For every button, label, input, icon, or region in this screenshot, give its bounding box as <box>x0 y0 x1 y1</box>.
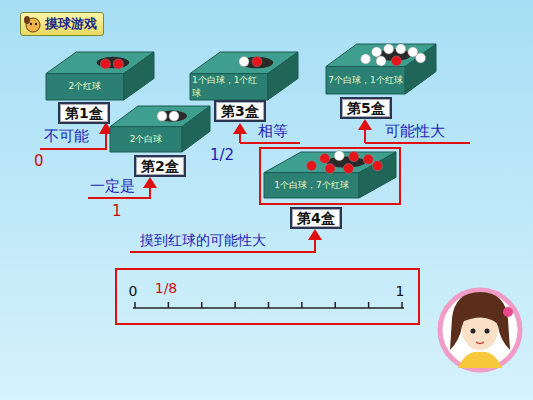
annotation-label: 不可能 <box>44 127 89 145</box>
axis-number: 1 <box>396 283 405 299</box>
annotation-label: 可能性大 <box>385 122 445 140</box>
ball-box: 7个白球，1个红球 <box>326 44 436 94</box>
axis-number: 0 <box>129 283 138 299</box>
box-face-text: 1个白球，7个红球 <box>266 173 357 198</box>
ball-box: 1个白球，7个红球 <box>264 152 396 198</box>
ball-box: 2个红球 <box>46 52 154 100</box>
box-tag: 第3盒 <box>214 100 266 122</box>
box-face-text: 7个白球，1个红球 <box>328 67 403 95</box>
axis-number: 1/8 <box>155 280 178 296</box>
box-face-text: 1个白球，1个红球 <box>192 74 266 100</box>
box-tag: 第1盒 <box>58 102 110 124</box>
box-tag-text: 第1盒 <box>58 102 110 124</box>
box-shape <box>264 152 396 198</box>
ball-box: 2个白球 <box>110 106 210 152</box>
annotation-label: 1/2 <box>210 146 234 164</box>
box-shape <box>110 106 210 152</box>
title-tab: 摸球游戏 <box>20 12 104 36</box>
number-axis <box>117 270 422 327</box>
box-tag-text: 第2盒 <box>134 155 186 177</box>
annotation-label: 摸到红球的可能性大 <box>140 231 266 249</box>
box-shape <box>46 52 154 100</box>
dog-icon <box>23 14 43 34</box>
box-shape <box>326 44 436 94</box>
annotation-label: 0 <box>34 152 44 170</box>
annotation-label: 一定是 <box>90 177 135 195</box>
annotation-label: 相等 <box>258 122 288 140</box>
box-tag-text: 第4盒 <box>290 207 342 229</box>
box-tag: 第4盒 <box>290 207 342 229</box>
box-tag: 第5盒 <box>340 97 392 119</box>
title-text: 摸球游戏 <box>45 15 97 33</box>
box-tag-text: 第3盒 <box>214 100 266 122</box>
number-line-frame: 0 1/8 1 <box>115 268 420 325</box>
ball-box: 1个白球，1个红球 <box>190 52 298 100</box>
box-tag: 第2盒 <box>134 155 186 177</box>
annotation-label: 1 <box>112 202 122 220</box>
box-face-text: 2个红球 <box>48 74 122 100</box>
box-tag-text: 第5盒 <box>340 97 392 119</box>
box-face-text: 2个白球 <box>112 127 180 152</box>
